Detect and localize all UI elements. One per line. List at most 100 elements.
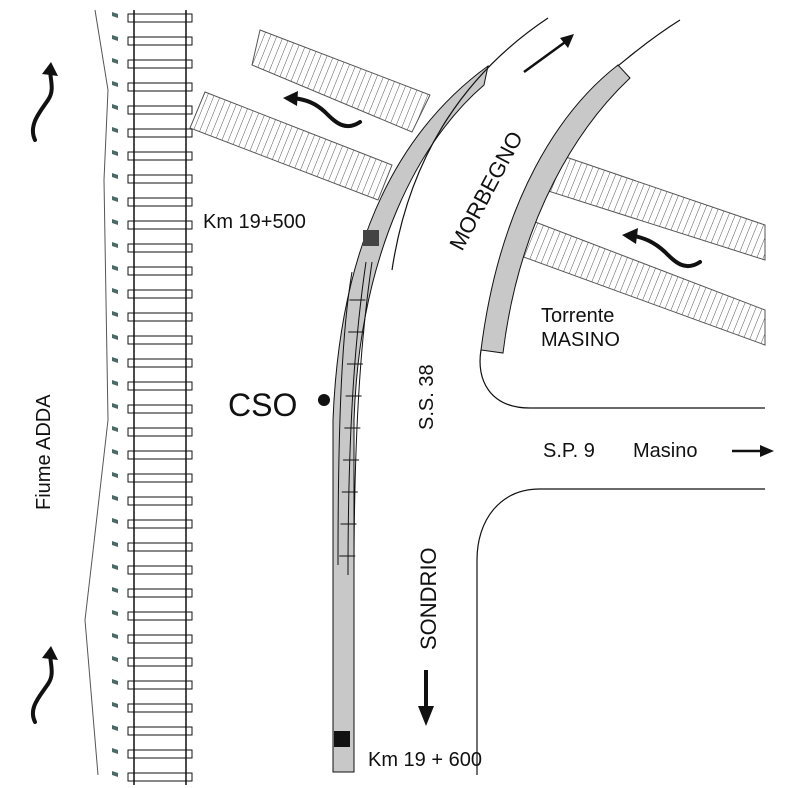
river-flow-arrow-bottom [30, 646, 58, 724]
rail-tie [127, 450, 193, 460]
river-label: Fiume ADDA [33, 394, 55, 510]
bank-mark [112, 81, 118, 87]
bank-mark [112, 610, 118, 616]
bank-mark [112, 311, 118, 317]
bank-mark [112, 541, 118, 547]
arrow-south-icon [418, 670, 434, 726]
rail-tie [127, 312, 193, 322]
bank-mark [112, 288, 118, 294]
bank-mark [112, 173, 118, 179]
bank-mark [112, 518, 118, 524]
rail-tie [127, 611, 193, 621]
rail-ties [127, 13, 193, 782]
rail-tie [127, 358, 193, 368]
river-flow-arrow-top [30, 62, 58, 142]
arrow-north-east-icon [523, 34, 574, 74]
rail-tie [127, 542, 193, 552]
bank-mark [112, 58, 118, 64]
rail-tie [127, 703, 193, 713]
rail-tie [127, 128, 193, 138]
bank-mark [112, 196, 118, 202]
bank-mark [112, 748, 118, 754]
bank-mark [112, 472, 118, 478]
flow-arrow-head-icon [42, 646, 58, 660]
sp9-edge-north [479, 349, 765, 409]
rail-tie [127, 289, 193, 299]
rail-tie [127, 266, 193, 276]
rail-tie [127, 404, 193, 414]
rail-tie [127, 381, 193, 391]
km-south-label: Km 19 + 600 [368, 749, 482, 771]
stream-flow-arrow-left [283, 91, 362, 129]
stream-bank-lower [189, 91, 393, 201]
bank-mark [112, 35, 118, 41]
road-main-label: S.S. 38 [416, 364, 438, 430]
bank-mark [112, 219, 118, 225]
cso-label: CSO [228, 387, 297, 423]
direction-south-label: SONDRIO [416, 547, 441, 650]
river-bank [84, 9, 118, 777]
bank-mark [112, 656, 118, 662]
rail-tie [127, 427, 193, 437]
cso-point [318, 394, 330, 406]
bank-mark [112, 702, 118, 708]
bank-marks [112, 12, 118, 777]
bank-mark [112, 587, 118, 593]
pipe-rungs [339, 299, 366, 557]
bank-mark [112, 725, 118, 731]
stream-flow-arrow-right [622, 228, 702, 269]
bank-mark [112, 380, 118, 386]
bank-mark [112, 242, 118, 248]
rail-tie [127, 588, 193, 598]
bank-mark [112, 679, 118, 685]
road-edge-north [391, 17, 549, 271]
bank-mark [112, 150, 118, 156]
stream-masino [189, 29, 766, 346]
rail-tie [127, 657, 193, 667]
rail-tie [127, 565, 193, 575]
rail-tie [127, 13, 193, 23]
bank-mark [112, 495, 118, 501]
rail-tie [127, 634, 193, 644]
stream-bank-upper [251, 29, 431, 133]
rail-tie [127, 197, 193, 207]
bank-mark [112, 104, 118, 110]
bank-mark [112, 357, 118, 363]
rail-tie [127, 519, 193, 529]
road-east-strip [480, 64, 631, 354]
flow-arrow-head-icon [42, 62, 58, 76]
road-ss38 [332, 17, 765, 775]
rail-tie [127, 151, 193, 161]
bank-mark [112, 771, 118, 777]
bank-mark [112, 449, 118, 455]
bank-mark [112, 633, 118, 639]
bank-mark [112, 127, 118, 133]
road-side-destination: Masino [633, 440, 697, 462]
stream-label-line2: MASINO [541, 329, 620, 351]
rail-tie [127, 174, 193, 184]
flow-arrow-head-icon [622, 228, 638, 244]
bank-mark [112, 403, 118, 409]
rail-tie [127, 82, 193, 92]
arrow-east-icon [732, 445, 774, 457]
bank-mark [112, 12, 118, 18]
rail-tie [127, 105, 193, 115]
rail-tie [127, 36, 193, 46]
rail-tie [127, 772, 193, 782]
river-bank-line [84, 9, 109, 776]
rail-tie [127, 243, 193, 253]
bank-mark [112, 426, 118, 432]
bank-mark [112, 564, 118, 570]
sp9-edge-south [476, 488, 765, 775]
rail-tie [127, 220, 193, 230]
rail-tie [127, 335, 193, 345]
rail-tie [127, 680, 193, 690]
rail-tie [127, 496, 193, 506]
bank-mark [112, 265, 118, 271]
km-marker-north [363, 230, 379, 246]
road-side-label: S.P. 9 [543, 440, 595, 462]
km-north-label: Km 19+500 [203, 211, 306, 233]
railway [127, 10, 193, 785]
flow-arrow-head-icon [283, 91, 298, 106]
